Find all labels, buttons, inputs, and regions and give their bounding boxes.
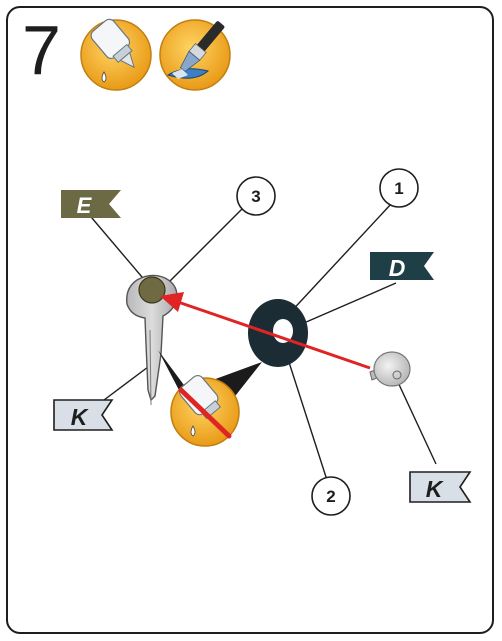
callout-3-label: 3 <box>251 187 260 206</box>
callout-1-label: 1 <box>394 179 403 198</box>
flag-D-label: D <box>389 255 406 281</box>
flag-K-left-label: K <box>71 404 89 430</box>
flag-E: E <box>61 190 121 218</box>
knob-part <box>369 351 411 387</box>
key-part <box>126 274 178 406</box>
flag-E-label: E <box>77 193 93 218</box>
flag-K-left: K <box>53 399 114 431</box>
callout-2-label: 2 <box>326 487 335 506</box>
paint-brush-icon <box>159 19 231 91</box>
no-glue-icon <box>170 374 240 447</box>
assembly-arrow <box>160 292 371 370</box>
callout-1: 1 <box>379 168 419 208</box>
callout-2: 2 <box>311 476 351 516</box>
leader-lines <box>85 202 437 478</box>
callout-3: 3 <box>236 176 276 216</box>
step-number: 7 <box>22 11 61 89</box>
flag-K-right-label: K <box>426 476 444 502</box>
flag-K-right: K <box>409 471 472 503</box>
washer-part <box>248 299 308 367</box>
instruction-panel <box>6 6 494 634</box>
flag-D: D <box>370 252 434 281</box>
glue-bottle-icon <box>80 18 152 91</box>
